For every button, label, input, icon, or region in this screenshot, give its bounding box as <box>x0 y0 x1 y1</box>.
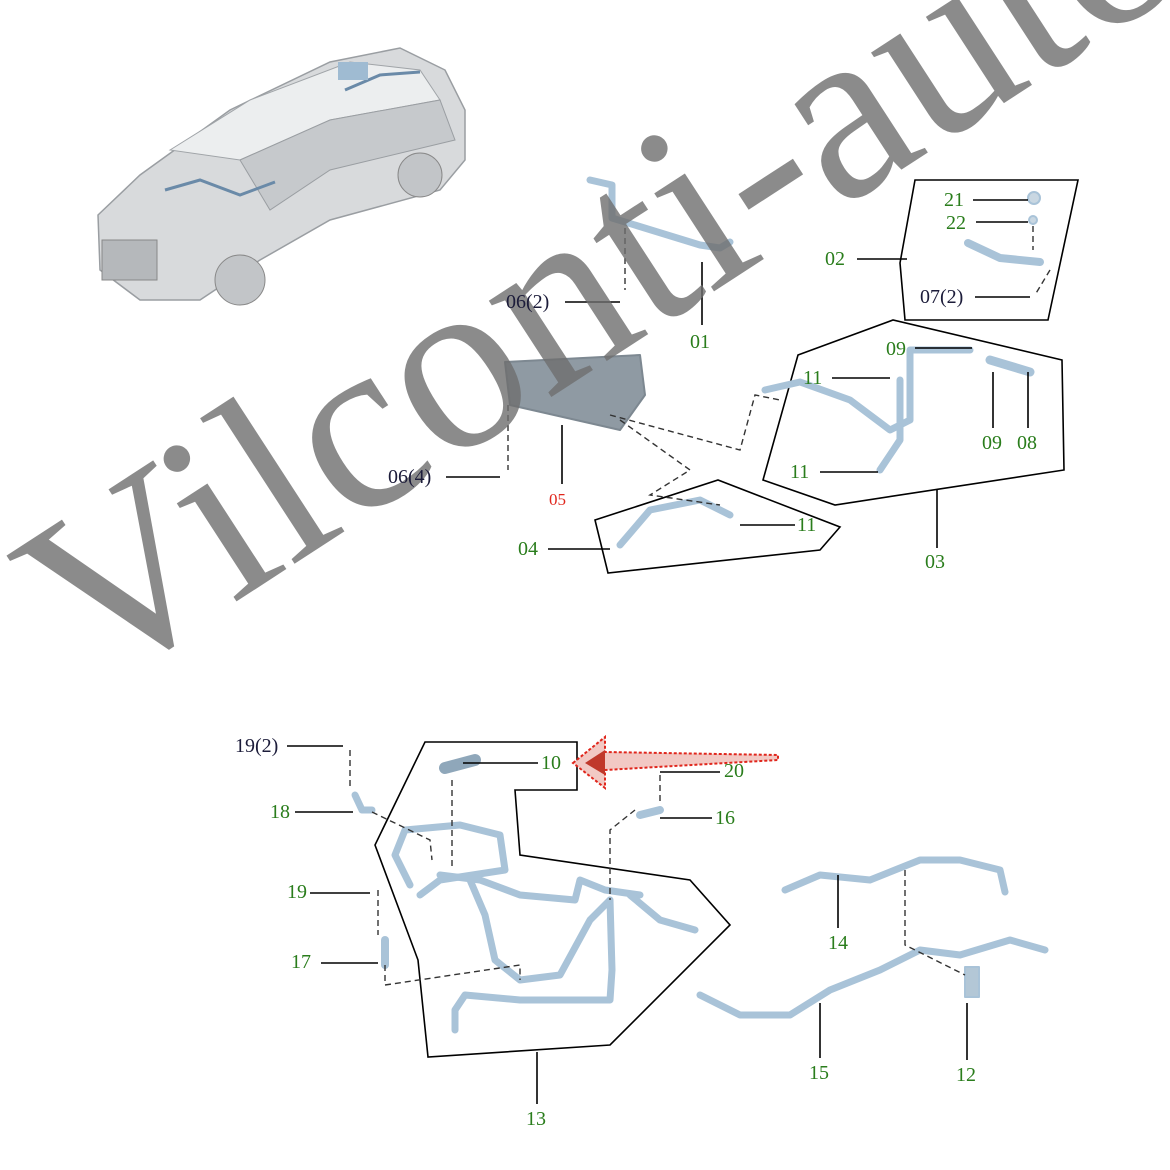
callout-18: 18 <box>270 801 290 823</box>
callout-07-2: 07(2) <box>920 286 964 308</box>
leader-lines <box>287 199 1030 1104</box>
callout-19-2: 19(2) <box>235 735 279 757</box>
highlight-arrow <box>571 734 779 791</box>
callout-13: 13 <box>526 1108 546 1130</box>
callout-17: 17 <box>291 951 311 973</box>
callout-02: 02 <box>825 248 845 270</box>
callout-05: 05 <box>549 490 566 509</box>
callout-15: 15 <box>809 1062 829 1084</box>
callout-11-a: 11 <box>803 367 823 389</box>
callout-01: 01 <box>690 331 710 353</box>
callout-11-b: 11 <box>790 461 810 483</box>
car-illustration <box>97 47 466 306</box>
callout-12: 12 <box>956 1064 976 1086</box>
callout-21: 21 <box>944 189 964 211</box>
callout-09-bottom: 09 <box>982 432 1002 454</box>
callout-11-c: 11 <box>797 514 817 536</box>
callout-04: 04 <box>518 538 538 560</box>
dashed-connectors <box>349 226 1051 986</box>
group-outlines <box>374 179 1079 1058</box>
callout-08: 08 <box>1017 432 1037 454</box>
callout-22: 22 <box>946 212 966 234</box>
callout-19: 19 <box>287 881 307 903</box>
callout-09-top: 09 <box>886 338 906 360</box>
callout-06-4: 06(4) <box>388 466 432 488</box>
parts <box>351 176 1049 1034</box>
callout-16: 16 <box>715 807 735 829</box>
callout-03: 03 <box>925 551 945 573</box>
callout-10: 10 <box>541 752 561 774</box>
callout-20: 20 <box>724 760 744 782</box>
callout-14: 14 <box>828 932 848 954</box>
callout-06-2: 06(2) <box>506 291 550 313</box>
